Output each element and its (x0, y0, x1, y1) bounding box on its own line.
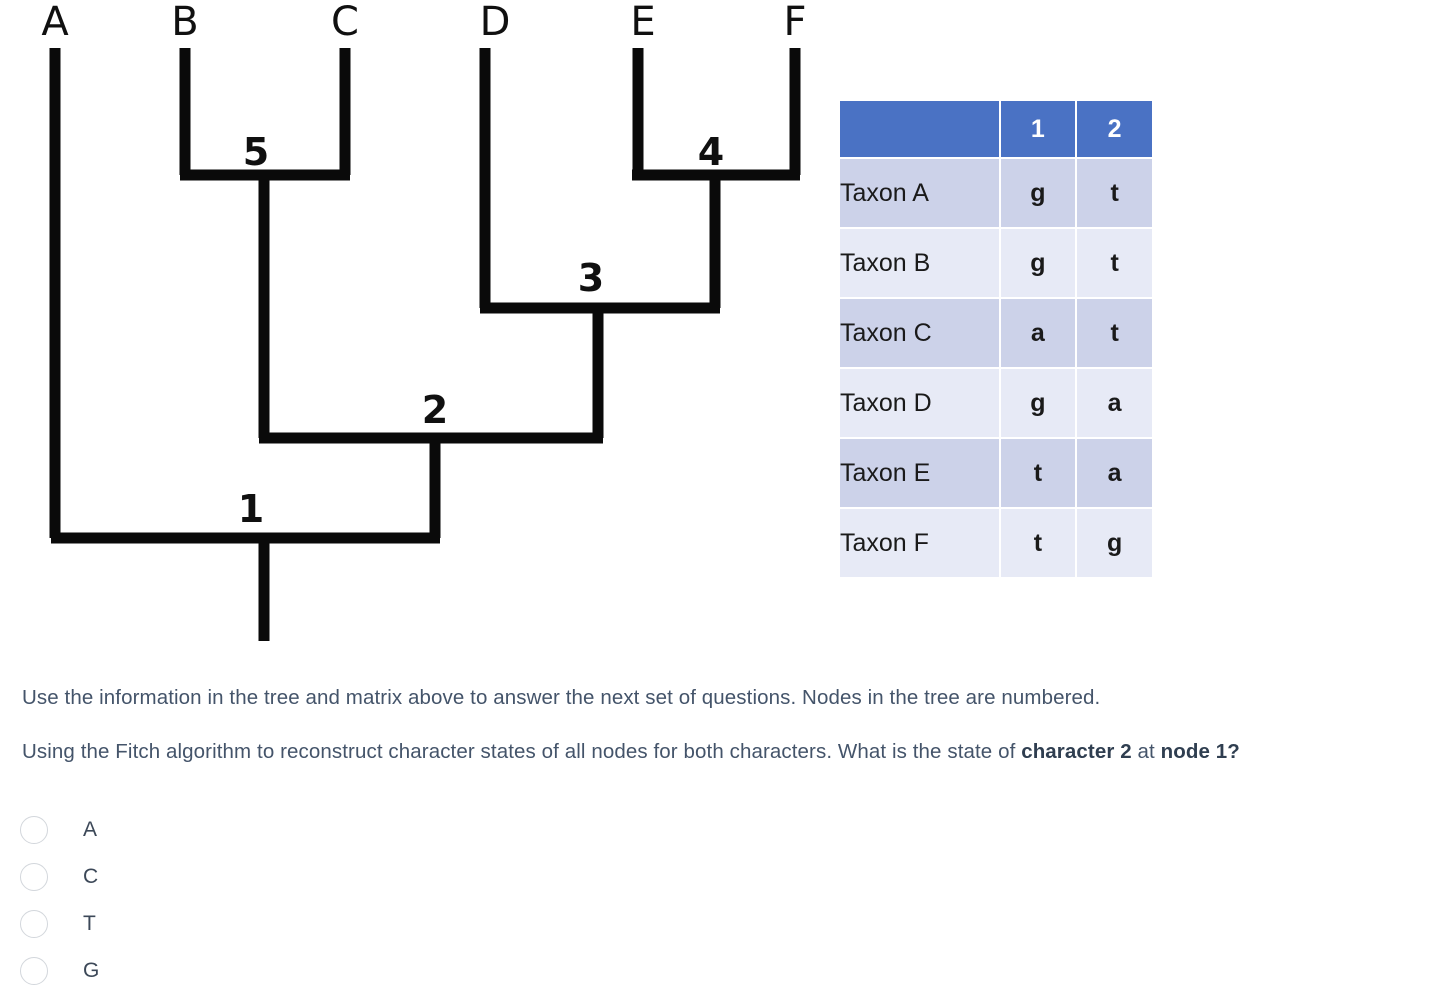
state-cell-char2: t (1077, 159, 1152, 227)
matrix-header: 1 2 (840, 101, 1152, 157)
table-row: Taxon F t g (840, 509, 1152, 577)
character-matrix: 1 2 Taxon A g t Taxon B g t Taxon C a (838, 99, 1154, 579)
state-cell-char1: g (1000, 369, 1076, 437)
taxon-name-cell: Taxon B (840, 229, 999, 297)
cladogram-svg: A B C D E F 5 4 3 2 1 (41, 0, 807, 641)
leaf-label-C: C (331, 0, 359, 45)
answer-option-c[interactable]: C (20, 853, 440, 900)
question-bold-node: node 1? (1160, 739, 1240, 763)
state-cell-char2: a (1077, 439, 1152, 507)
leaf-label-D: D (480, 0, 511, 45)
matrix-header-corner (840, 101, 999, 157)
radio-button-icon[interactable] (20, 909, 48, 938)
table-row: Taxon E t a (840, 439, 1152, 507)
table-row: Taxon A g t (840, 159, 1152, 227)
cladogram-figure: A B C D E F 5 4 3 2 1 (0, 0, 840, 668)
node-label-4: 4 (698, 130, 724, 174)
radio-button-icon[interactable] (20, 815, 48, 844)
state-cell-char1: t (1000, 439, 1076, 507)
node-label-3: 3 (578, 256, 604, 300)
state-cell-char1: t (1000, 509, 1076, 577)
state-cell-char2: t (1077, 229, 1152, 297)
character-matrix-table: 1 2 Taxon A g t Taxon B g t Taxon C a (838, 99, 1154, 579)
answer-options-list: A C T G (20, 806, 440, 994)
taxon-name-cell: Taxon F (840, 509, 999, 577)
question-text-part1: Using the Fitch algorithm to reconstruct… (22, 739, 1022, 763)
answer-option-label: C (83, 864, 99, 888)
table-row: Taxon C a t (840, 299, 1152, 367)
radio-button-icon[interactable] (20, 862, 48, 891)
state-cell-char1: a (1000, 299, 1076, 367)
matrix-body: Taxon A g t Taxon B g t Taxon C a t Taxo… (840, 159, 1152, 577)
answer-option-label: A (83, 817, 98, 841)
taxon-name-cell: Taxon A (840, 159, 999, 227)
state-cell-char2: g (1077, 509, 1152, 577)
answer-option-t[interactable]: T (20, 900, 440, 947)
leaf-label-E: E (630, 0, 655, 45)
question-prompt-block: Use the information in the tree and matr… (22, 684, 1422, 791)
taxon-name-cell: Taxon E (840, 439, 999, 507)
figure-area: A B C D E F 5 4 3 2 1 1 (0, 0, 1154, 668)
matrix-header-char-2: 2 (1077, 101, 1152, 157)
leaf-label-B: B (171, 0, 198, 45)
radio-button-icon[interactable] (20, 956, 48, 985)
question-text-mid: at (1131, 739, 1161, 763)
state-cell-char1: g (1000, 229, 1076, 297)
matrix-header-char-1: 1 (1000, 101, 1076, 157)
question-bold-character: character 2 (1021, 739, 1132, 763)
taxon-name-cell: Taxon D (840, 369, 999, 437)
answer-option-label: G (83, 958, 100, 982)
prompt-intro: Use the information in the tree and matr… (22, 686, 1101, 709)
answer-option-a[interactable]: A (20, 806, 440, 853)
question-text: Using the Fitch algorithm to reconstruct… (22, 738, 1422, 766)
table-row: Taxon D g a (840, 369, 1152, 437)
answer-option-label: T (83, 911, 96, 935)
state-cell-char2: t (1077, 299, 1152, 367)
answer-option-g[interactable]: G (20, 947, 440, 994)
node-label-1: 1 (238, 487, 264, 531)
state-cell-char2: a (1077, 369, 1152, 437)
matrix-header-row: 1 2 (840, 101, 1152, 157)
node-label-2: 2 (422, 388, 448, 432)
taxon-name-cell: Taxon C (840, 299, 999, 367)
leaf-label-A: A (41, 0, 69, 45)
leaf-label-F: F (783, 0, 806, 45)
node-label-5: 5 (243, 130, 269, 174)
state-cell-char1: g (1000, 159, 1076, 227)
table-row: Taxon B g t (840, 229, 1152, 297)
